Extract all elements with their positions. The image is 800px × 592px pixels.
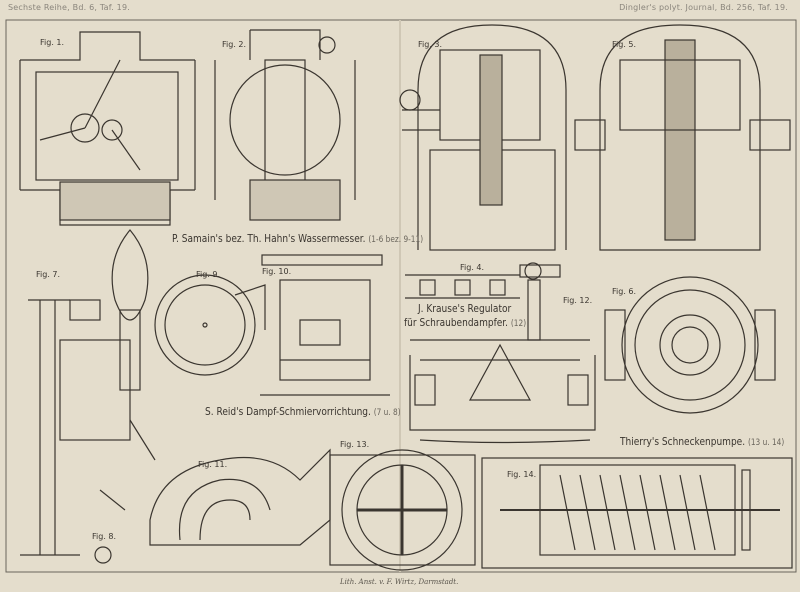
caption-thierry-title: Thierry's Schneckenpumpe.	[620, 435, 746, 448]
caption-reid-title: S. Reid's Dampf-Schmiervorrichtung.	[205, 405, 371, 418]
caption-krause-ref: (12)	[510, 319, 527, 329]
fig10-label: Fig. 10.	[262, 267, 292, 276]
fig13-label: Fig. 13.	[340, 440, 370, 449]
fig7-drawing	[20, 229, 156, 556]
caption-reid-ref: (7 u. 8)	[373, 408, 401, 418]
header-journal-reference: Dingler's polyt. Journal, Bd. 256, Taf. …	[619, 3, 788, 12]
fig5-drawing	[574, 24, 791, 251]
header-series-volume: Sechste Reihe, Bd. 6, Taf. 19.	[8, 3, 130, 12]
fig12-label: Fig. 12.	[563, 296, 593, 305]
caption-krause-line1: J. Krause's Regulator	[418, 302, 512, 315]
fig3-drawing	[399, 24, 567, 251]
caption-samain-ref: (1-6 bez. 9-11)	[368, 235, 424, 245]
fig4-drawing	[405, 262, 561, 299]
fig3-label: Fig. 3.	[418, 40, 443, 49]
caption-samain-title: P. Samain's bez. Th. Hahn's Wassermesser…	[172, 232, 366, 245]
fig14-drawing	[481, 457, 793, 569]
fig6-label: Fig. 6.	[612, 287, 637, 296]
fig13-drawing	[329, 449, 476, 571]
fig9-drawing	[154, 274, 266, 376]
caption-reid-lubricator: S. Reid's Dampf-Schmiervorrichtung. (7 u…	[205, 405, 401, 418]
fig2-drawing	[214, 29, 356, 221]
fig2-label: Fig. 2.	[222, 40, 247, 49]
caption-krause-line2: für Schraubendampfer.	[404, 316, 509, 329]
caption-krause-regulator: für Schraubendampfer. (12)	[404, 316, 526, 329]
caption-thierry-ref: (13 u. 14)	[747, 438, 785, 448]
fig6-drawing	[604, 276, 776, 414]
caption-samain-water-meter: P. Samain's bez. Th. Hahn's Wassermesser…	[172, 232, 423, 245]
fig1-drawing	[19, 31, 196, 226]
fig12-drawing	[409, 279, 596, 444]
fig10-drawing	[260, 254, 390, 396]
caption-thierry-pump: Thierry's Schneckenpumpe. (13 u. 14)	[620, 435, 784, 448]
fig1-label: Fig. 1.	[40, 38, 65, 47]
fig14-label: Fig. 14.	[507, 470, 537, 479]
fig11-label: Fig. 11.	[198, 460, 228, 469]
fig9-label: Fig. 9.	[196, 270, 221, 279]
lithographer-credit: Lith. Anst. v. F. Wirtz, Darmstadt.	[340, 578, 459, 586]
fig11-drawing	[149, 448, 331, 546]
fig8-drawing	[94, 546, 112, 564]
fig7-label: Fig. 7.	[36, 270, 61, 279]
fig5-label: Fig. 5.	[612, 40, 637, 49]
fig8-label: Fig. 8.	[92, 532, 117, 541]
fig4-label: Fig. 4.	[460, 263, 485, 272]
